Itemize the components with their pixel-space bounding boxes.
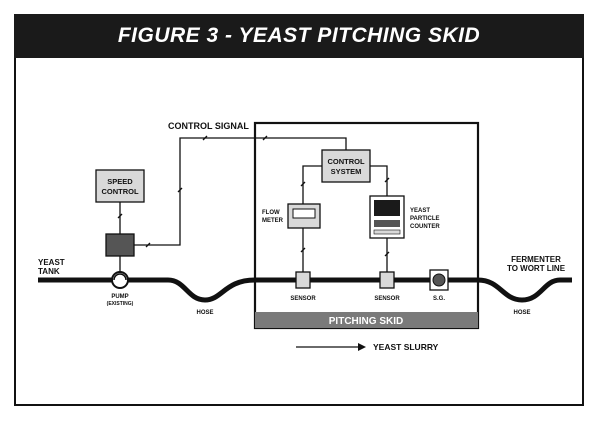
sensor-1-label: SENSOR xyxy=(290,296,316,302)
signal-tick xyxy=(300,247,306,253)
pump-drive-box xyxy=(105,233,135,257)
particle-counter-label-2: PARTICLE xyxy=(410,216,440,222)
control-system-box xyxy=(321,149,371,183)
flow-meter-label: FLOW xyxy=(262,210,280,216)
yeast-tank-label: YEAST xyxy=(38,258,65,267)
sensor-2-icon xyxy=(379,271,395,289)
flow-meter-label-2: METER xyxy=(262,218,284,224)
figure-title: FIGURE 3 - YEAST PITCHING SKID xyxy=(117,24,481,47)
signal-tick xyxy=(384,177,390,183)
control-system-label: CONTROL xyxy=(327,157,364,166)
hose-left-label: HOSE xyxy=(196,310,213,316)
yeast-slurry-arrowhead xyxy=(358,343,366,351)
signal-tick xyxy=(300,181,306,187)
fermenter-label-2: TO WORT LINE xyxy=(507,264,566,273)
sg-label: S.G. xyxy=(433,296,445,302)
control-signal-line xyxy=(160,137,347,246)
particle-counter-keypad xyxy=(374,220,400,227)
speed-control-box xyxy=(95,169,145,203)
yeast-slurry-label: YEAST SLURRY xyxy=(373,342,439,352)
sg-meter-dial xyxy=(432,273,446,287)
signal-tick xyxy=(117,213,123,219)
control-to-counter-line xyxy=(370,165,388,196)
particle-counter-base xyxy=(373,229,401,235)
yeast-tank-label-2: TANK xyxy=(38,267,60,276)
particle-counter-label: YEAST xyxy=(410,208,430,214)
signal-tick xyxy=(202,135,208,141)
pump-impeller-icon xyxy=(113,273,127,281)
particle-counter-screen xyxy=(374,200,400,216)
speed-control-label-2: CONTROL xyxy=(101,187,138,196)
signal-tick xyxy=(145,242,151,248)
title-bar: FIGURE 3 - YEAST PITCHING SKID xyxy=(14,14,584,58)
pitching-skid-label: PITCHING SKID xyxy=(329,316,403,327)
pitching-skid-bar xyxy=(255,312,478,328)
hose-loop-left xyxy=(167,277,256,303)
hose-right-label: HOSE xyxy=(513,310,530,316)
fermenter-label: FERMENTER xyxy=(511,255,561,264)
flow-meter-display xyxy=(292,208,316,219)
control-to-flowmeter-line xyxy=(302,165,322,204)
sensor-1-icon xyxy=(295,271,311,289)
signal-tick xyxy=(177,187,183,193)
hose-loop-right xyxy=(477,277,561,303)
speed-control-label: SPEED xyxy=(107,177,133,186)
particle-counter-label-3: COUNTER xyxy=(410,224,440,230)
signal-tick xyxy=(262,135,268,141)
control-signal-label: CONTROL SIGNAL xyxy=(168,121,249,131)
sensor-2-label: SENSOR xyxy=(374,296,400,302)
pump-label-2: (EXISTING) xyxy=(107,301,134,307)
control-system-label-2: SYSTEM xyxy=(331,167,362,176)
pump-label: PUMP xyxy=(111,294,128,300)
signal-tick xyxy=(384,251,390,257)
